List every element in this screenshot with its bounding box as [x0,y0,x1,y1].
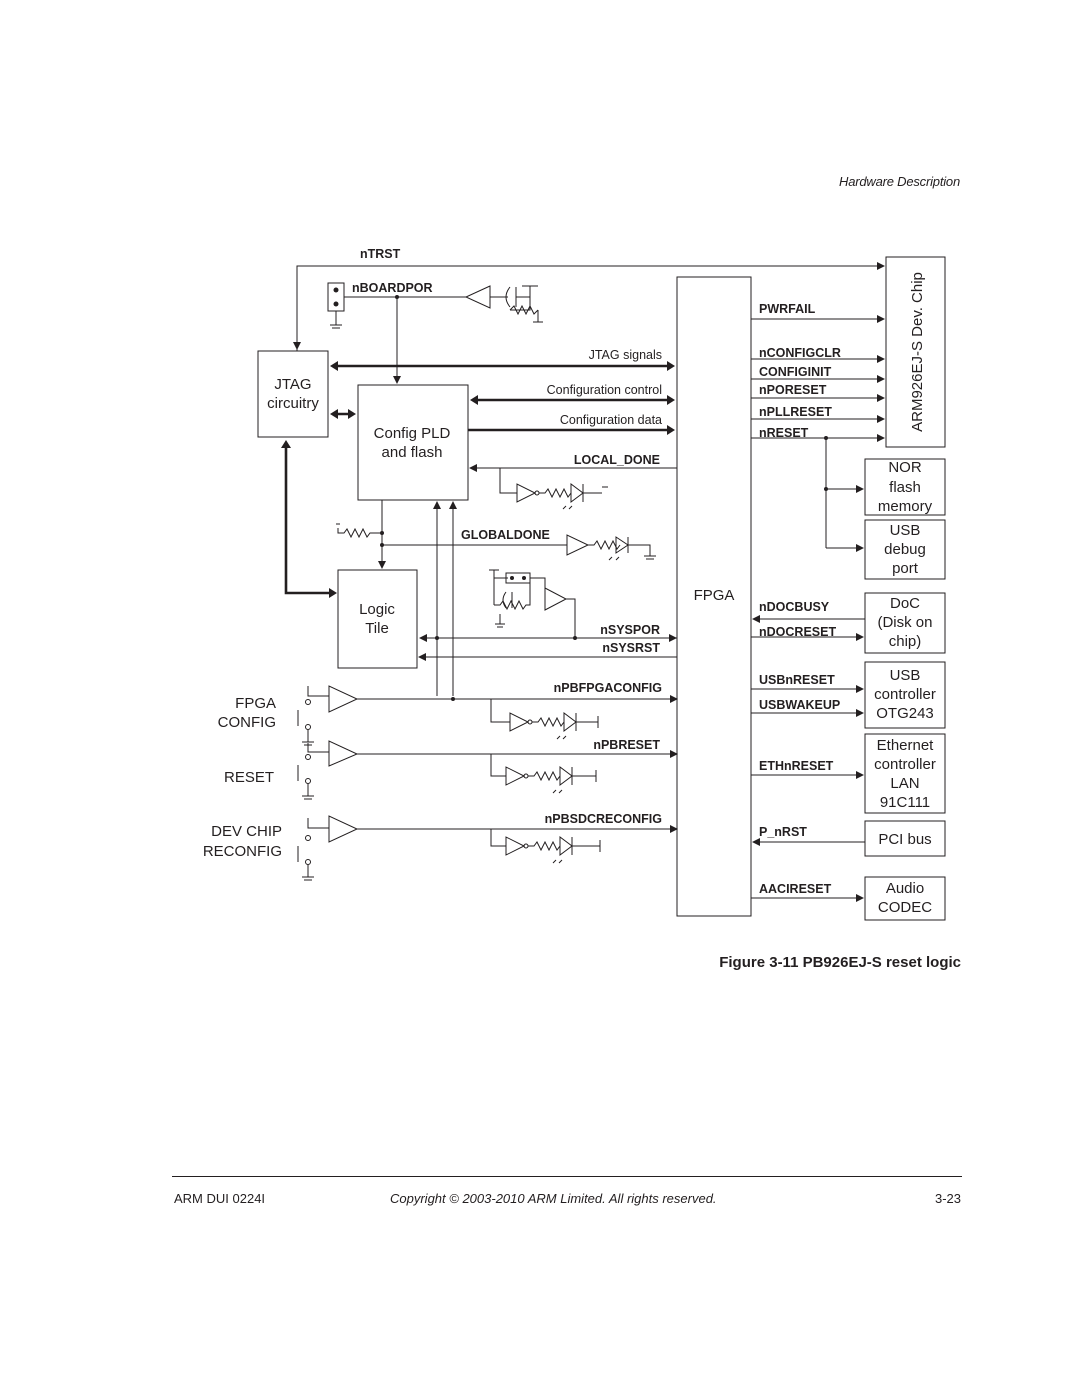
npllreset-label: nPLLRESET [759,405,832,419]
logic-tile-label-1: Logic [359,601,395,618]
usbwakeup-label: USBWAKEUP [759,698,840,712]
nor-flash-block [864,458,946,516]
doc-label-3: chip) [889,633,922,650]
doc-block [864,592,946,654]
eth-label-4: 91C111 [880,794,930,811]
ethnreset-label: ETHnRESET [759,759,834,773]
eth-label-1: Ethernet [877,737,935,754]
fpga-config-label-2: CONFIG [218,714,276,731]
nsyspor-label: nSYSPOR [600,623,660,637]
audio-label-2: CODEC [878,899,932,916]
usb-ctrl-label-2: controller [874,686,936,703]
fpga-config-button [297,685,359,746]
jtag-label-2: circuitry [267,395,319,412]
usb-controller-block [864,661,946,729]
ndocbusy-label: nDOCBUSY [759,600,830,614]
nporeset-label: nPORESET [759,383,827,397]
usb-debug-label-1: USB [890,522,921,539]
nor-label-2: flash [889,479,921,496]
pci-label: PCI bus [878,831,931,848]
npbreset-label: nPBRESET [593,738,660,752]
dev-chip-label-2: RECONFIG [203,843,282,860]
nboardpor-buffer [464,285,491,309]
nboardpor-label: nBOARDPOR [352,281,433,295]
pwrfail-label: PWRFAIL [759,302,816,316]
arm-chip-label: ARM926EJ-S Dev. Chip [909,272,926,432]
dev-chip-label-1: DEV CHIP [211,823,282,840]
jtag-signals-label: JTAG signals [589,348,662,362]
reset-button [297,740,359,800]
figure-caption: Figure 3-11 PB926EJ-S reset logic [719,954,961,971]
fpga-config-label-1: FPGA [235,695,276,712]
usb-ctrl-label-1: USB [890,667,921,684]
nconfigclr-label: nCONFIGCLR [759,346,841,360]
npbfpgaconfig-label: nPBFPGACONFIG [554,681,662,695]
aacireset-label: AACIRESET [759,882,832,896]
globaldone-label: GLOBALDONE [461,528,550,542]
audio-codec-block [864,876,946,921]
nreset-label: nRESET [759,426,809,440]
footer-divider [172,1176,962,1177]
ethernet-block [864,733,946,814]
fpga-label: FPGA [694,587,735,604]
config-pld-label-1: Config PLD [374,425,451,442]
eth-label-3: LAN [890,775,919,792]
reset-label: RESET [224,769,274,786]
usb-debug-block [864,519,946,580]
nsysrst-label: nSYSRST [602,641,660,655]
configinit-label: CONFIGINIT [759,365,832,379]
jtag-label-1: JTAG [274,376,311,393]
logic-tile-block [337,569,418,669]
arm-chip-block [885,256,946,448]
ntrst-label: nTRST [360,247,401,261]
config-pld-label-2: and flash [382,444,443,461]
jtag-logic-tile-link [284,446,331,595]
footer-page-number: 3-23 [934,1191,961,1206]
logic-tile-label-2: Tile [365,620,389,637]
config-control-label: Configuration control [547,383,662,397]
usb-ctrl-label-3: OTG243 [876,705,934,722]
fpga-block [676,276,752,917]
doc-label-2: (Disk on [877,614,932,631]
config-pld-block [357,384,469,501]
jumper-switch [327,282,345,312]
doc-label-1: DoC [890,595,920,612]
npbsdcreconfig-label: nPBSDCRECONFIG [545,812,662,826]
local-done-label: LOCAL_DONE [574,453,660,467]
footer-copyright: Copyright © 2003-2010 ARM Limited. All r… [390,1191,717,1206]
config-data-label: Configuration data [560,413,662,427]
nor-label-1: NOR [888,459,922,476]
running-header: Hardware Description [839,174,960,189]
jtag-block [257,350,329,438]
footer-doc-id: ARM DUI 0224I [174,1191,266,1206]
nor-label-3: memory [878,498,933,515]
dev-chip-reconfig-button [297,815,359,881]
usbnreset-label: USBnRESET [759,673,835,687]
pci-bus-block [864,820,946,857]
eth-label-2: controller [874,756,936,773]
audio-label-1: Audio [886,880,924,897]
ndocreset-label: nDOCRESET [759,625,836,639]
p-nrst-label: P_nRST [759,825,807,839]
usb-debug-label-3: port [892,560,919,577]
usb-debug-label-2: debug [884,541,926,558]
